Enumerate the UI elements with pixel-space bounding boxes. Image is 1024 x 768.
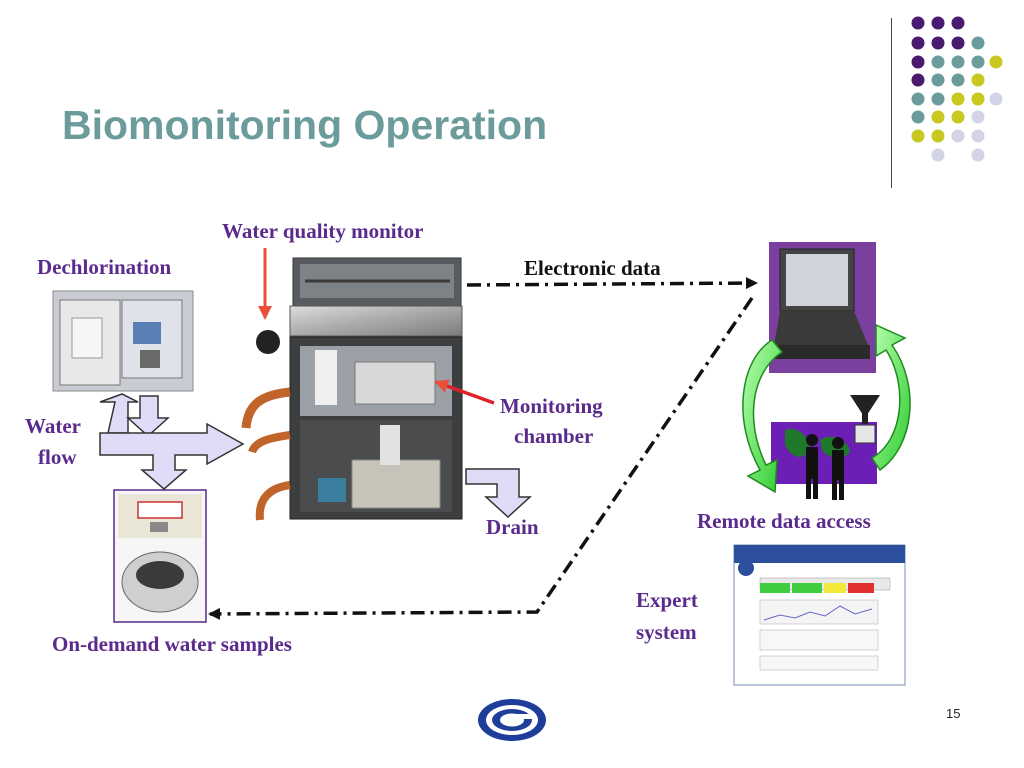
- label-electronic-data: Electronic data: [524, 256, 661, 280]
- return-sampling-link: [208, 297, 754, 620]
- label-water-flow-line1: Water: [25, 414, 81, 438]
- label-water-quality-monitor: Water quality monitor: [222, 219, 424, 243]
- chamber-pointer-arrow: [434, 379, 495, 405]
- dechlorination-photo: [52, 290, 194, 392]
- label-water-samples: On-demand water samples: [52, 632, 292, 656]
- page-number: 15: [946, 706, 961, 721]
- label-monitoring-line2: chamber: [514, 424, 594, 448]
- green-cycle-arrow-left: [742, 339, 784, 494]
- label-expert-line2: system: [636, 620, 697, 644]
- dot-grid-decoration: [911, 16, 1003, 162]
- water-quality-monitor-photo: [241, 255, 476, 530]
- divider-line: [891, 18, 892, 188]
- label-monitoring-line1: Monitoring: [500, 394, 603, 418]
- remote-access-photo: [771, 395, 880, 500]
- label-expert-line1: Expert: [636, 588, 698, 612]
- water-sampler-photo: [113, 489, 207, 623]
- green-cycle-arrow-right: [870, 323, 911, 472]
- label-water-flow-line2: flow: [38, 445, 77, 469]
- slide-title: Biomonitoring Operation: [62, 102, 548, 148]
- company-logo: [478, 699, 546, 741]
- electronic-data-link: [466, 277, 758, 290]
- label-remote-data-access: Remote data access: [697, 509, 871, 533]
- laptop-photo: [769, 242, 876, 373]
- expert-system-screenshot: [733, 544, 906, 686]
- water-flow-arrows: [99, 393, 532, 519]
- label-dechlorination: Dechlorination: [37, 255, 172, 279]
- label-drain: Drain: [486, 515, 539, 539]
